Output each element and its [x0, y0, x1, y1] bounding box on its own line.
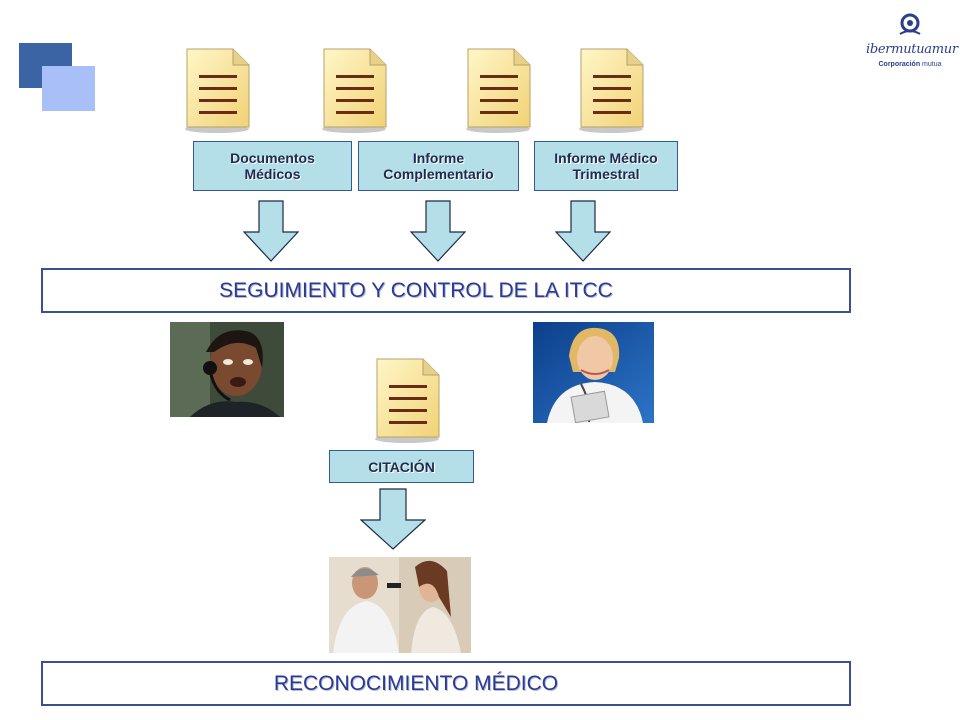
- process-box-reconocimiento: RECONOCIMIENTO MÉDICO: [41, 661, 851, 706]
- company-logo: ibermutuamur Corporación mutua: [866, 12, 958, 72]
- photo-doctor-woman: [533, 322, 654, 423]
- photo-medical-exam: [329, 557, 471, 653]
- document-icon: [466, 48, 531, 133]
- document-icon: [579, 48, 644, 133]
- photo-call-center-operator: [170, 322, 284, 417]
- label-informe-complementario: Informe Complementario: [358, 141, 519, 191]
- down-arrow-icon: [243, 200, 299, 262]
- process-title-seguimiento: SEGUIMIENTO Y CONTROL DE LA ITCC: [219, 278, 613, 302]
- logo-subtitle: Corporación mutua: [878, 61, 942, 68]
- logo-emblem-icon: [899, 13, 921, 35]
- label-informe-medico-trimestral: Informe Médico Trimestral: [534, 141, 678, 191]
- document-icon: [322, 48, 387, 133]
- label-citacion: CITACIÓN: [329, 450, 474, 483]
- process-title-reconocimiento: RECONOCIMIENTO MÉDICO: [273, 671, 559, 695]
- down-arrow-icon: [410, 200, 466, 262]
- document-icon: [185, 48, 250, 133]
- label-documentos-medicos: Documentos Médicos: [193, 141, 352, 191]
- logo-name: ibermutuamur: [866, 42, 958, 57]
- down-arrow-icon: [360, 488, 426, 550]
- process-box-seguimiento: SEGUIMIENTO Y CONTROL DE LA ITCC: [41, 268, 851, 313]
- corner-square-light: [42, 66, 95, 111]
- down-arrow-icon: [555, 200, 611, 262]
- document-icon: [375, 358, 440, 443]
